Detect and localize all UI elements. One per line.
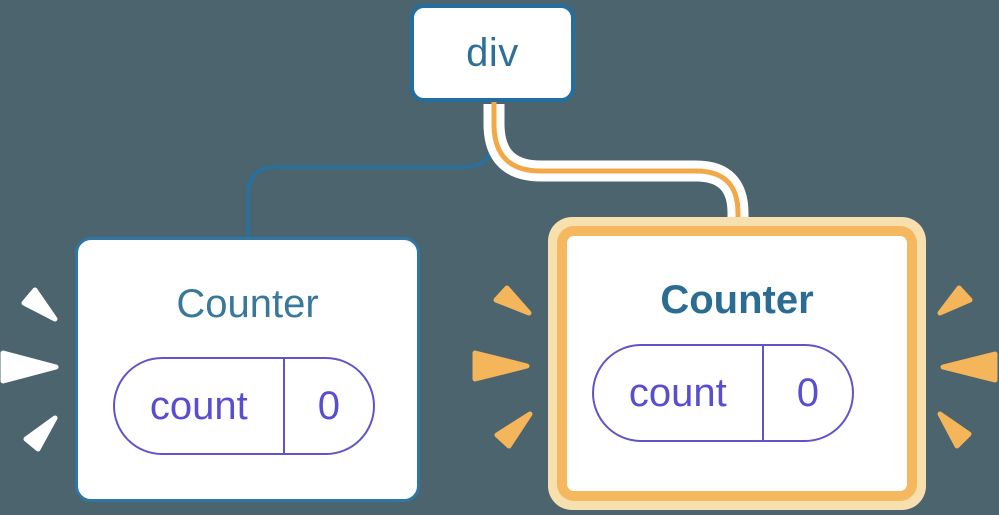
state-value-label: 0 xyxy=(796,370,819,415)
counter-title-left: Counter xyxy=(176,282,319,326)
state-value-cell: 0 xyxy=(764,346,852,440)
state-key-label: count xyxy=(149,383,248,428)
state-key-cell: count xyxy=(594,346,764,440)
counter-title-right: Counter xyxy=(660,278,814,322)
root-node-div: div xyxy=(410,4,575,102)
edge-div-to-left-counter xyxy=(246,96,495,250)
counter-card-left: Counter count 0 xyxy=(75,237,420,502)
root-node-label: div xyxy=(466,30,519,75)
state-key-label: count xyxy=(628,370,727,415)
state-pill-left: count 0 xyxy=(113,357,375,455)
counter-card-right-glow: Counter count 0 xyxy=(548,217,926,510)
edge-div-to-right-counter xyxy=(491,100,741,245)
state-value-cell: 0 xyxy=(285,359,373,453)
state-pill-right: count 0 xyxy=(592,344,854,442)
counter-card-right-highlighted: Counter count 0 xyxy=(557,226,917,501)
state-key-cell: count xyxy=(115,359,285,453)
state-value-label: 0 xyxy=(317,383,340,428)
